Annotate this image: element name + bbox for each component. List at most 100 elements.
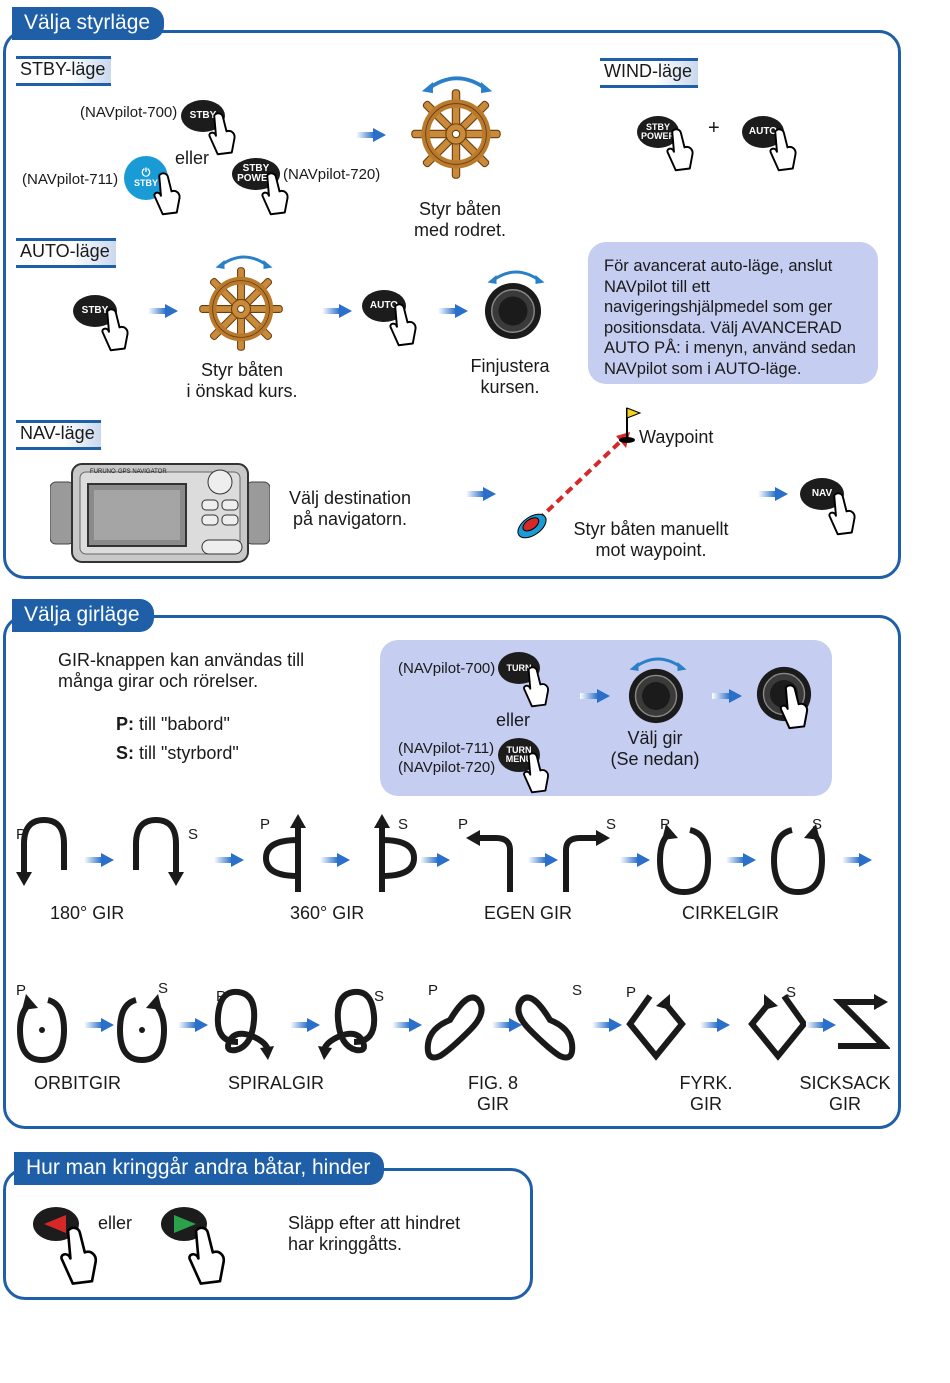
plus-sign: + — [708, 117, 720, 139]
section-title-steering-mode: Välja styrläge — [12, 7, 165, 40]
model-label-711: (NAVpilot-711) — [22, 171, 119, 188]
arrow-right-icon — [290, 1018, 320, 1032]
section-title-avoid-obstacle: Hur man kringgår andra båtar, hinder — [14, 1152, 385, 1185]
turn-label-egen: EGEN GIR — [484, 903, 573, 923]
auto-stby-label: STBY — [81, 305, 109, 316]
turn-label-180: 180° GIR — [50, 903, 125, 923]
waypoint-label: Waypoint — [639, 427, 714, 447]
device-name-label: GPS NAVIGATOR — [118, 469, 167, 475]
arrow-right-icon — [392, 1018, 422, 1032]
arrow-right-icon — [592, 1018, 622, 1032]
port-marker: P — [16, 982, 27, 999]
turn-button-label: TURN — [506, 663, 532, 673]
port-marker: P — [626, 984, 637, 1001]
starboard-marker: S — [606, 816, 617, 833]
helm-wheel-icon — [198, 266, 284, 352]
arrow-right-icon — [148, 304, 178, 318]
arrow-right-icon — [620, 853, 650, 867]
finger-icon — [184, 1226, 232, 1286]
wind-mode-heading: WIND-läge — [600, 58, 699, 88]
finger-icon — [520, 666, 554, 708]
turn-patterns-row2 — [16, 988, 890, 1064]
finger-icon — [825, 492, 861, 536]
finger-icon — [56, 1226, 104, 1286]
arrow-right-icon — [214, 853, 244, 867]
model-label-700: (NAVpilot-700) — [398, 660, 496, 677]
arrow-right-icon — [842, 853, 872, 867]
model-label-711: (NAVpilot-711) — [398, 740, 495, 757]
auto-auto-label: AUTO — [369, 300, 399, 311]
wind-stby-label-2: POWER — [640, 131, 675, 141]
auto-mode-heading: AUTO-läge — [16, 238, 116, 268]
section-title-turn-mode: Välja girläge — [12, 599, 154, 632]
course-knob-icon[interactable] — [628, 668, 684, 724]
or-label: eller — [496, 710, 531, 730]
or-label: eller — [98, 1213, 133, 1233]
device-brand-label: FURUNO — [90, 469, 116, 475]
starboard-marker: S — [572, 982, 583, 999]
turn-label-orbit: ORBITGIR — [34, 1073, 122, 1093]
turn-patterns-row1 — [16, 814, 826, 896]
port-marker: P — [660, 816, 671, 833]
port-marker: P — [458, 816, 469, 833]
arrow-right-icon — [320, 853, 350, 867]
starboard-marker: S — [374, 988, 385, 1005]
model-label-720: (NAVpilot-720) — [398, 759, 496, 776]
model-label-700: (NAVpilot-700) — [80, 104, 178, 121]
finger-icon — [766, 128, 802, 172]
arrow-right-icon — [726, 853, 756, 867]
route-line-icon — [517, 407, 642, 539]
port-marker: P — [216, 988, 227, 1005]
arrow-right-icon — [84, 853, 114, 867]
nav-mode-heading: NAV-läge — [16, 420, 101, 450]
arrow-right-icon — [492, 1018, 522, 1032]
finger-icon — [776, 684, 814, 730]
starboard-marker: S — [158, 980, 169, 997]
stby-button-label: STBY — [189, 110, 217, 121]
wind-stby-label-1: STBY — [645, 122, 670, 132]
finger-icon — [98, 308, 134, 352]
starboard-marker: S — [786, 984, 797, 1001]
port-marker: P — [260, 816, 271, 833]
finger-icon — [386, 303, 422, 347]
port-marker: P — [16, 826, 27, 843]
finger-icon — [150, 172, 186, 216]
arrow-right-icon — [420, 853, 450, 867]
starboard-definition: S: till "styrbord" — [116, 743, 239, 763]
arrow-right-icon — [438, 304, 468, 318]
arrow-right-icon — [356, 128, 386, 142]
select-turn-text: Välj gir(Se nedan) — [610, 728, 700, 769]
turn-label-spiral: SPIRALGIR — [228, 1073, 325, 1093]
arrow-right-icon — [466, 487, 496, 501]
turn-label-360: 360° GIR — [290, 903, 365, 923]
arrow-right-icon — [528, 853, 558, 867]
stby-mode-heading: STBY-läge — [16, 56, 112, 86]
arrow-right-icon — [84, 1018, 114, 1032]
turn-procedure-box — [380, 640, 832, 796]
arrow-right-icon — [700, 1018, 730, 1032]
turn-label-fyrk: FYRK.GIR — [679, 1073, 733, 1114]
course-knob-icon[interactable] — [484, 282, 542, 340]
stby-711-button-label: STBY — [133, 178, 158, 188]
arrow-right-icon — [322, 304, 352, 318]
arrow-right-icon — [712, 689, 742, 703]
finger-icon — [205, 112, 241, 156]
advanced-auto-note-text: För avancerat auto-läge, anslut NAVpilot… — [604, 257, 856, 378]
power-icon: ⏻ — [141, 167, 151, 179]
finger-icon — [520, 752, 554, 794]
arrow-right-icon — [806, 1018, 836, 1032]
finger-icon — [663, 128, 699, 172]
or-label: eller — [175, 148, 210, 168]
helm-wheel-icon — [410, 88, 502, 180]
turn-menu-label-1: TURN — [506, 745, 532, 755]
stby-power-label-2: POWER — [237, 173, 275, 184]
nav-button-label: NAV — [811, 488, 833, 499]
